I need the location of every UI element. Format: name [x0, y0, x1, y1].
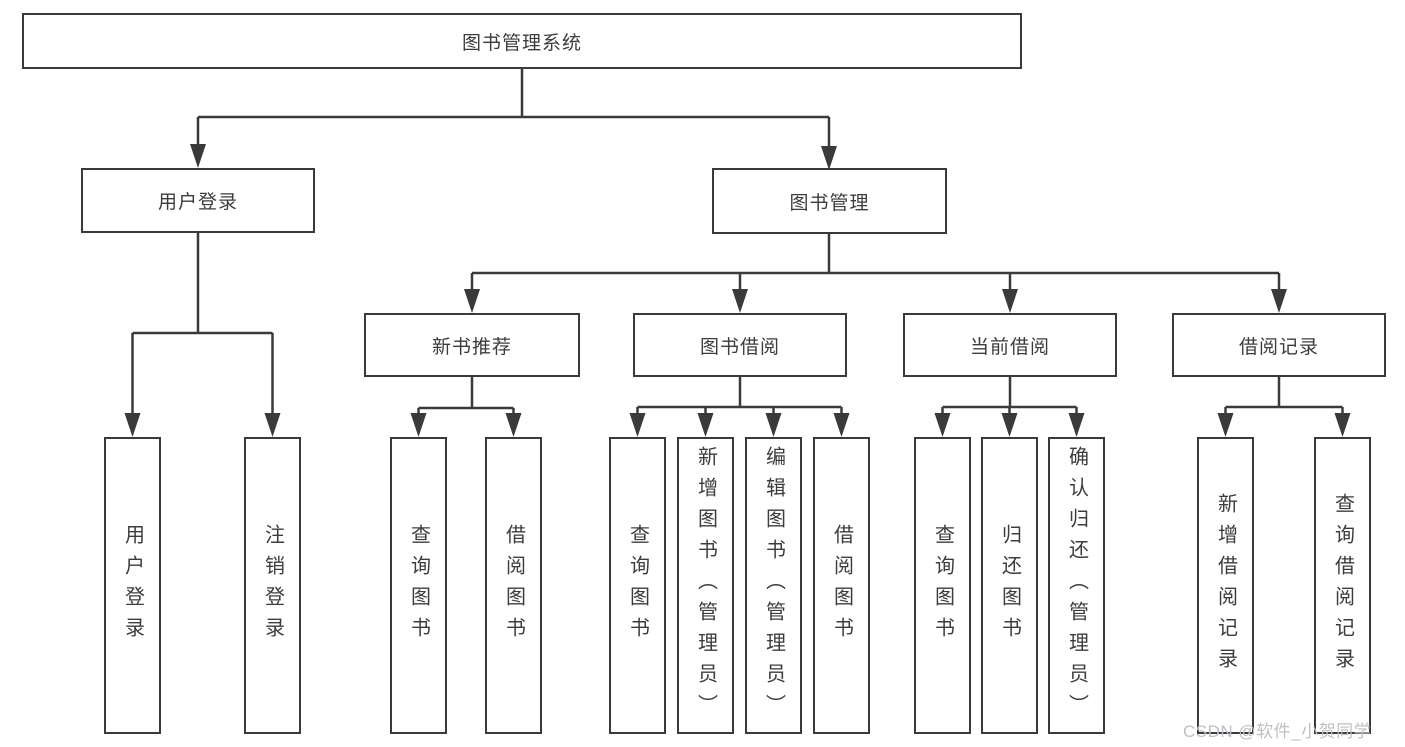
node-current-borrow-label: 当前借阅 [969, 336, 1050, 358]
connector-root-to-level2 [190, 69, 837, 170]
leaf-borrow-book-2-label: 借阅图书 [830, 523, 853, 648]
leaf-add-record: 新增借阅记录 [1197, 437, 1254, 734]
node-current-borrow: 当前借阅 [903, 313, 1117, 377]
leaf-query-book-2-label: 查询图书 [626, 523, 649, 648]
connector-newbookrec-to-leaves [410, 377, 522, 437]
leaf-add-record-label: 新增借阅记录 [1214, 492, 1237, 679]
leaf-query-book-3-label: 查询图书 [931, 523, 954, 648]
leaf-edit-book-label: 编辑图书（管理员） [762, 446, 785, 725]
leaf-query-book-3: 查询图书 [914, 437, 971, 734]
leaf-borrow-book-1-label: 借阅图书 [502, 523, 525, 648]
leaf-edit-book: 编辑图书（管理员） [745, 437, 802, 734]
leaf-query-record-label: 查询借阅记录 [1331, 492, 1354, 679]
leaf-return-book: 归还图书 [981, 437, 1038, 734]
node-borrow-records: 借阅记录 [1172, 313, 1386, 377]
leaf-logout-label: 注销登录 [261, 523, 284, 648]
leaf-query-book-1-label: 查询图书 [407, 523, 430, 648]
node-book-mgmt-label: 图书管理 [789, 192, 870, 214]
connector-bookborrow-to-leaves [629, 377, 850, 437]
node-borrow-records-label: 借阅记录 [1238, 336, 1319, 358]
leaf-confirm-return-label: 确认归还（管理员） [1065, 446, 1088, 725]
leaf-user-login-label: 用户登录 [121, 523, 144, 648]
node-book-borrow: 图书借阅 [633, 313, 847, 377]
csdn-watermark: CSDN @软件_小贺同学 [1183, 722, 1372, 741]
leaf-add-book: 新增图书（管理员） [677, 437, 734, 734]
node-book-mgmt: 图书管理 [712, 168, 947, 234]
leaf-query-book-2: 查询图书 [609, 437, 666, 734]
leaf-query-book-1: 查询图书 [390, 437, 447, 734]
leaf-borrow-book-2: 借阅图书 [813, 437, 870, 734]
node-root-label: 图书管理系统 [461, 32, 582, 54]
leaf-query-record: 查询借阅记录 [1314, 437, 1371, 734]
node-user-login: 用户登录 [81, 168, 315, 233]
connector-bookmgmt-to-level3 [464, 234, 1287, 313]
leaf-borrow-book-1: 借阅图书 [485, 437, 542, 734]
connector-borrowrecords-to-leaves [1217, 377, 1351, 437]
connector-userlogin-to-leaves [124, 233, 281, 437]
leaf-confirm-return: 确认归还（管理员） [1048, 437, 1105, 734]
leaf-return-book-label: 归还图书 [998, 523, 1021, 648]
node-new-book-rec: 新书推荐 [364, 313, 580, 377]
node-new-book-rec-label: 新书推荐 [431, 336, 512, 358]
node-user-login-label: 用户登录 [157, 192, 238, 213]
leaf-logout: 注销登录 [244, 437, 301, 734]
node-root: 图书管理系统 [22, 13, 1022, 69]
leaf-user-login: 用户登录 [104, 437, 161, 734]
node-book-borrow-label: 图书借阅 [699, 336, 780, 358]
connector-currentborrow-to-leaves [934, 377, 1085, 437]
leaf-add-book-label: 新增图书（管理员） [694, 446, 717, 725]
